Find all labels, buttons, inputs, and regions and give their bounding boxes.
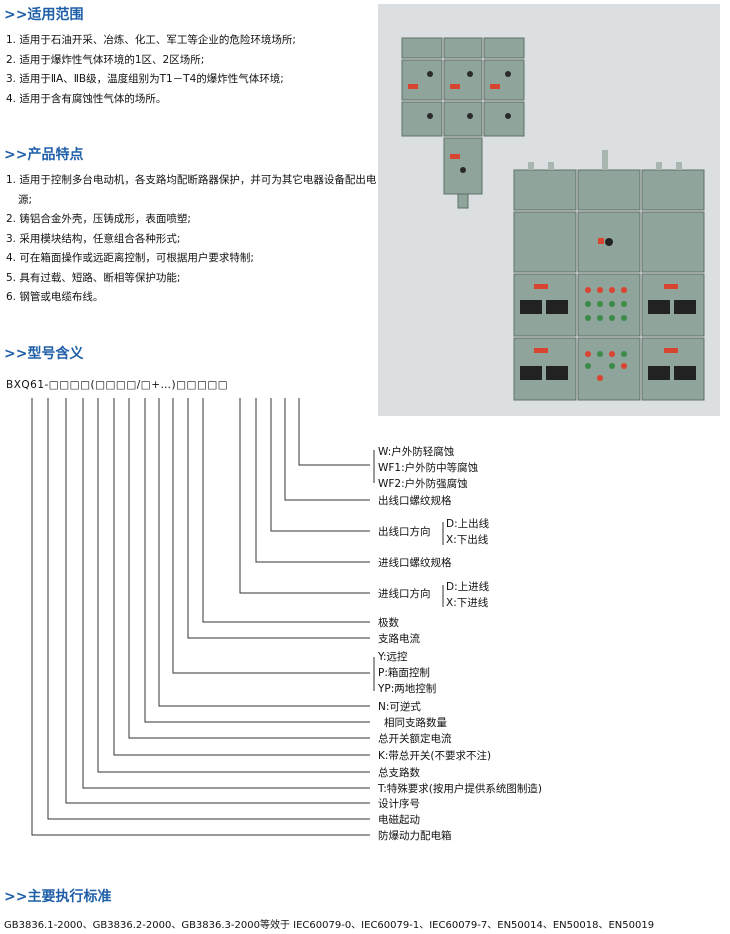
label-wf2: WF2:户外防强腐蚀 (378, 477, 468, 490)
list-item: 1. 适用于石油开采、冶炼、化工、军工等企业的危险环境场所; (6, 34, 296, 46)
list-item: 4. 可在箱面操作或远距离控制，可根据用户要求特制; (6, 252, 254, 264)
list-item: 3. 适用于ⅡA、ⅡB级，温度组别为T1－T4的爆炸性气体环境; (6, 73, 284, 85)
label-w: W:户外防轻腐蚀 (378, 445, 455, 458)
list-item: 5. 具有过载、短路、断相等保护功能; (6, 271, 181, 284)
scope-list: 1. 适用于石油开采、冶炼、化工、军工等企业的危险环境场所; 2. 适用于爆炸性… (6, 31, 296, 109)
label-yp: YP:两地控制 (377, 682, 436, 695)
list-item: 2. 适用于爆炸性气体环境的1区、2区场所; (6, 53, 205, 66)
label-in-d: D:上进线 (446, 580, 490, 593)
leader-lines (31, 398, 444, 836)
label-out-dir: 出线口方向 (378, 525, 431, 538)
label-design-no: 设计序号 (378, 797, 420, 810)
model-title: >>型号含义 (4, 346, 84, 362)
label-p: P:箱面控制 (378, 666, 430, 679)
model-meaning-diagram: W:户外防轻腐蚀 WF1:户外防中等腐蚀 WF2:户外防强腐蚀 出线口螺纹规格 … (31, 398, 542, 842)
small-box-cluster (401, 37, 525, 209)
label-out-thread: 出线口螺纹规格 (378, 494, 452, 507)
label-same-count: 相同支路数量 (384, 716, 447, 729)
label-t: T:特殊要求(按用户提供系统图制造) (377, 782, 542, 795)
features-list: 1. 适用于控制多台电动机，各支路均配断路器保护，并可为其它电器设备配出电源; … (6, 171, 378, 308)
label-poles: 极数 (378, 616, 399, 629)
list-item: 2. 铸铝合金外壳，压铸成形，表面喷塑; (6, 213, 191, 225)
product-photo (378, 4, 720, 416)
label-total-branches: 总支路数 (378, 766, 420, 779)
label-out-x: X:下出线 (446, 533, 489, 546)
model-labels: W:户外防轻腐蚀 WF1:户外防中等腐蚀 WF2:户外防强腐蚀 出线口螺纹规格 … (377, 445, 542, 842)
scope-title: >>适用范围 (4, 7, 84, 23)
standards-title: >>主要执行标准 (4, 889, 112, 905)
standards-text: GB3836.1-2000、GB3836.2-2000、GB3836.3-200… (4, 920, 655, 931)
model-code: BXQ61-□□□□(□□□□/□+…)□□□□□ (6, 379, 229, 391)
label-wf1: WF1:户外防中等腐蚀 (378, 461, 479, 474)
list-item: 6. 钢管或电缆布线。 (6, 291, 104, 303)
label-in-x: X:下进线 (446, 596, 489, 609)
label-box: 防爆动力配电箱 (378, 829, 452, 842)
list-item: 3. 采用模块结构，任意组合各种形式; (6, 232, 181, 245)
distribution-box-illustration (401, 37, 705, 401)
label-k: K:带总开关(不要求不注) (378, 749, 491, 762)
label-out-d: D:上出线 (446, 517, 490, 530)
label-n: N:可逆式 (378, 700, 421, 713)
large-cabinet (513, 169, 705, 401)
label-in-dir: 进线口方向 (378, 587, 431, 600)
features-title: >>产品特点 (4, 147, 84, 163)
list-item: 1. 适用于控制多台电动机，各支路均配断路器保护，并可为其它电器设备配出电源; (6, 174, 377, 206)
label-y: Y:远控 (377, 650, 408, 663)
label-em-start: 电磁起动 (378, 813, 420, 826)
label-branch-current: 支路电流 (378, 632, 420, 645)
list-item: 4. 适用于含有腐蚀性气体的场所。 (6, 92, 167, 105)
label-in-thread: 进线口螺纹规格 (378, 556, 452, 569)
label-main-current: 总开关额定电流 (378, 732, 452, 745)
